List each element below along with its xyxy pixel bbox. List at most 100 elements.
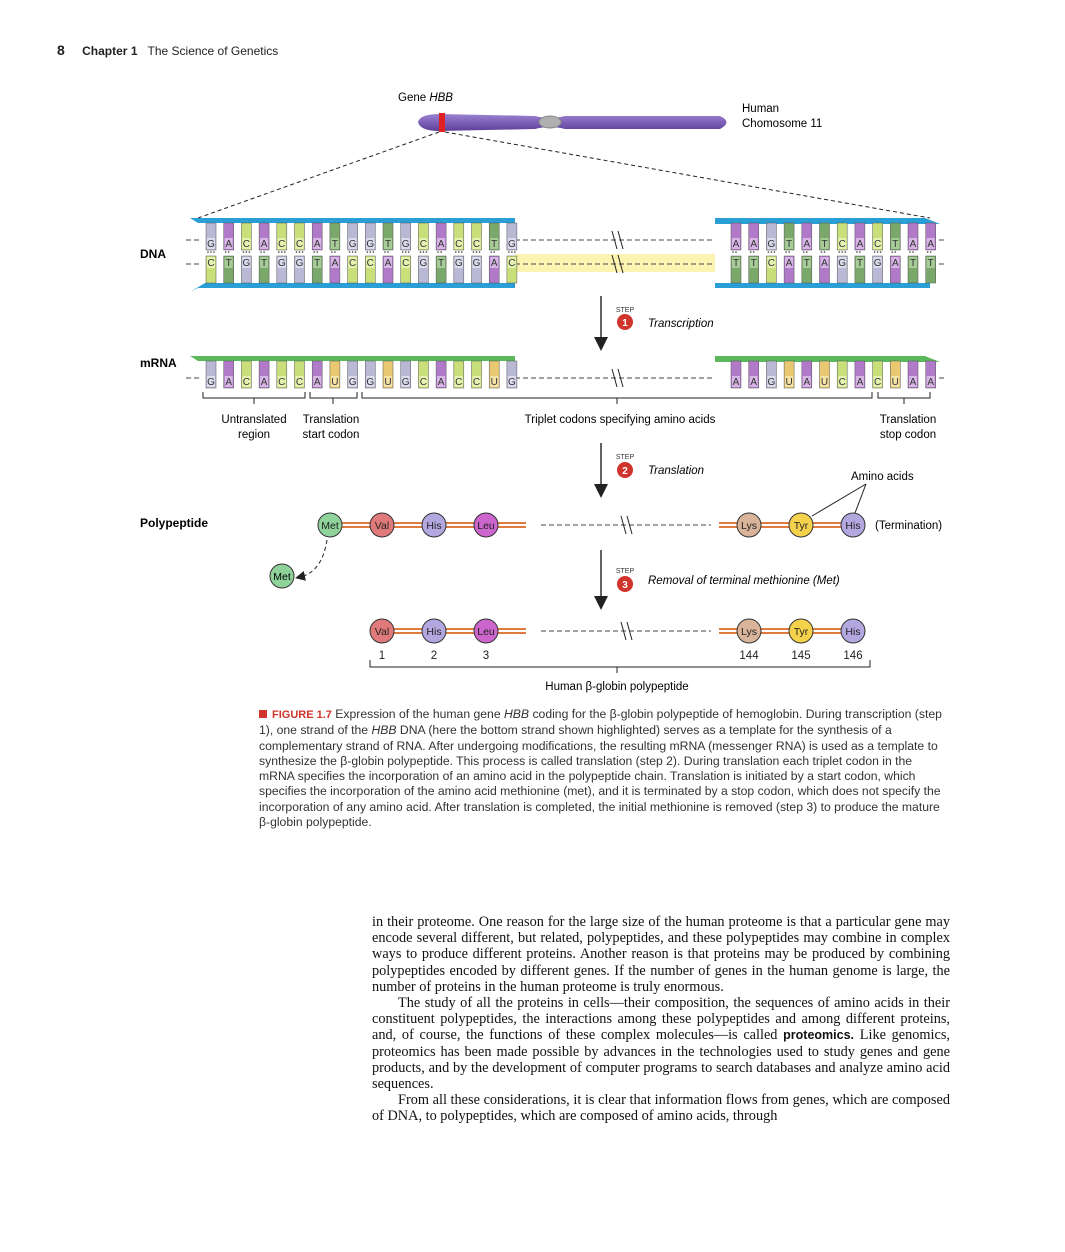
- chromosome-label-2: Chomosome 11: [742, 118, 822, 130]
- mrna-base: U: [890, 360, 901, 389]
- svg-text:His: His: [426, 520, 441, 532]
- svg-text:T: T: [314, 258, 320, 269]
- dna-bottom-base: T: [311, 255, 323, 284]
- caption-marker: [259, 710, 267, 718]
- dna-bottom-base: T: [258, 255, 270, 284]
- svg-text:2: 2: [622, 466, 628, 477]
- svg-text:A: A: [910, 239, 917, 250]
- region-brackets: [202, 392, 931, 404]
- svg-text:G: G: [874, 258, 882, 269]
- step3-label: Removal of terminal methionine (Met): [648, 575, 840, 587]
- dna-bottom-base: G: [241, 255, 252, 284]
- dna-top-base: A: [907, 222, 919, 251]
- dna-bottom-base: T: [748, 255, 759, 284]
- svg-text:U: U: [892, 377, 899, 388]
- dna-top-base: C: [471, 222, 482, 251]
- start-codon-label-2: start codon: [303, 429, 360, 441]
- mrna-base: U: [819, 360, 830, 389]
- svg-text:C: C: [455, 239, 462, 250]
- dna-top-base: A: [854, 222, 866, 251]
- svg-text:T: T: [226, 258, 232, 269]
- svg-text:Val: Val: [375, 626, 389, 638]
- stop-codon-label-2: stop codon: [880, 429, 936, 441]
- dna-top-base: G: [205, 222, 217, 251]
- svg-text:U: U: [491, 377, 498, 388]
- amino-acid-his: His: [421, 618, 447, 644]
- mrna-base: A: [223, 360, 234, 389]
- chapter-label: Chapter 1: [82, 44, 138, 58]
- svg-text:C: C: [207, 258, 214, 269]
- caption-text-2: coding for the β-globin polypeptide of h…: [259, 707, 942, 738]
- svg-text:A: A: [332, 258, 339, 269]
- dna-bottom-base: C: [365, 255, 376, 284]
- svg-text:A: A: [927, 239, 934, 250]
- amino-acid-his: His: [840, 512, 866, 538]
- amino-acid-leu: Leu: [473, 512, 499, 538]
- svg-text:Leu: Leu: [477, 626, 495, 638]
- residue-number: 3: [483, 650, 489, 662]
- svg-text:T: T: [786, 239, 792, 250]
- residue-number: 2: [431, 650, 437, 662]
- final-bracket: [369, 660, 871, 673]
- svg-text:T: T: [910, 258, 916, 269]
- svg-text:C: C: [508, 258, 515, 269]
- svg-text:C: C: [243, 377, 250, 388]
- mrna-base: A: [311, 360, 323, 389]
- mrna-base: G: [766, 360, 777, 389]
- svg-text:Tyr: Tyr: [794, 626, 809, 638]
- amino-acid-his: His: [421, 512, 447, 538]
- dna-bottom-base: C: [205, 255, 217, 284]
- svg-text:A: A: [821, 258, 828, 269]
- dna-top-base: C: [453, 222, 465, 251]
- triplet-codons-label: Triplet codons specifying amino acids: [525, 414, 716, 426]
- svg-text:G: G: [349, 239, 357, 250]
- svg-text:Val: Val: [375, 520, 389, 532]
- svg-text:A: A: [438, 239, 445, 250]
- paragraph-3: From all these considerations, it is cle…: [372, 1092, 950, 1125]
- residue-number: 145: [791, 650, 810, 662]
- caption-text-1: Expression of the human gene: [331, 707, 504, 721]
- dna-bottom-base: A: [488, 255, 500, 284]
- svg-text:C: C: [420, 239, 427, 250]
- dna-bottom-base: A: [890, 255, 901, 284]
- svg-text:U: U: [384, 377, 391, 388]
- polypeptide-row-label: Polypeptide: [140, 516, 208, 530]
- dna-bottom-base: T: [435, 255, 447, 284]
- dna-top-base: A: [748, 222, 759, 251]
- svg-text:STEP: STEP: [616, 307, 635, 314]
- svg-text:C: C: [367, 258, 374, 269]
- amino-acids-pointer-1: [811, 483, 867, 517]
- svg-text:T: T: [928, 258, 934, 269]
- mrna-base: A: [748, 360, 759, 389]
- svg-text:A: A: [910, 377, 917, 388]
- mrna-base: A: [258, 360, 270, 389]
- svg-text:G: G: [508, 377, 516, 388]
- svg-text:G: G: [420, 258, 428, 269]
- dna-top-base: A: [435, 222, 447, 251]
- svg-text:C: C: [278, 377, 285, 388]
- caption-gene: HBB: [504, 707, 530, 721]
- dna-bottom-base: G: [836, 255, 848, 284]
- svg-text:G: G: [278, 258, 286, 269]
- dna-bottom-base: G: [872, 255, 883, 284]
- dna-top-base: A: [258, 222, 270, 251]
- svg-text:A: A: [892, 258, 899, 269]
- dna-bottom-base: C: [400, 255, 411, 284]
- step1-badge: STEP 1: [616, 307, 635, 330]
- svg-text:C: C: [278, 239, 285, 250]
- svg-text:C: C: [420, 377, 427, 388]
- svg-text:U: U: [785, 377, 792, 388]
- amino-acid-tyr: Tyr: [788, 618, 814, 644]
- removed-met: Met: [269, 563, 295, 589]
- dna-bottom-base: C: [506, 255, 518, 284]
- zoom-line-right: [444, 131, 931, 219]
- svg-text:G: G: [402, 377, 410, 388]
- svg-text:T: T: [751, 258, 757, 269]
- chromosome-11: [418, 113, 727, 132]
- dna-top-base: C: [241, 222, 252, 251]
- svg-text:A: A: [225, 377, 232, 388]
- svg-text:A: A: [786, 258, 793, 269]
- break-marks: [611, 230, 624, 388]
- dna-top-base: A: [730, 222, 742, 251]
